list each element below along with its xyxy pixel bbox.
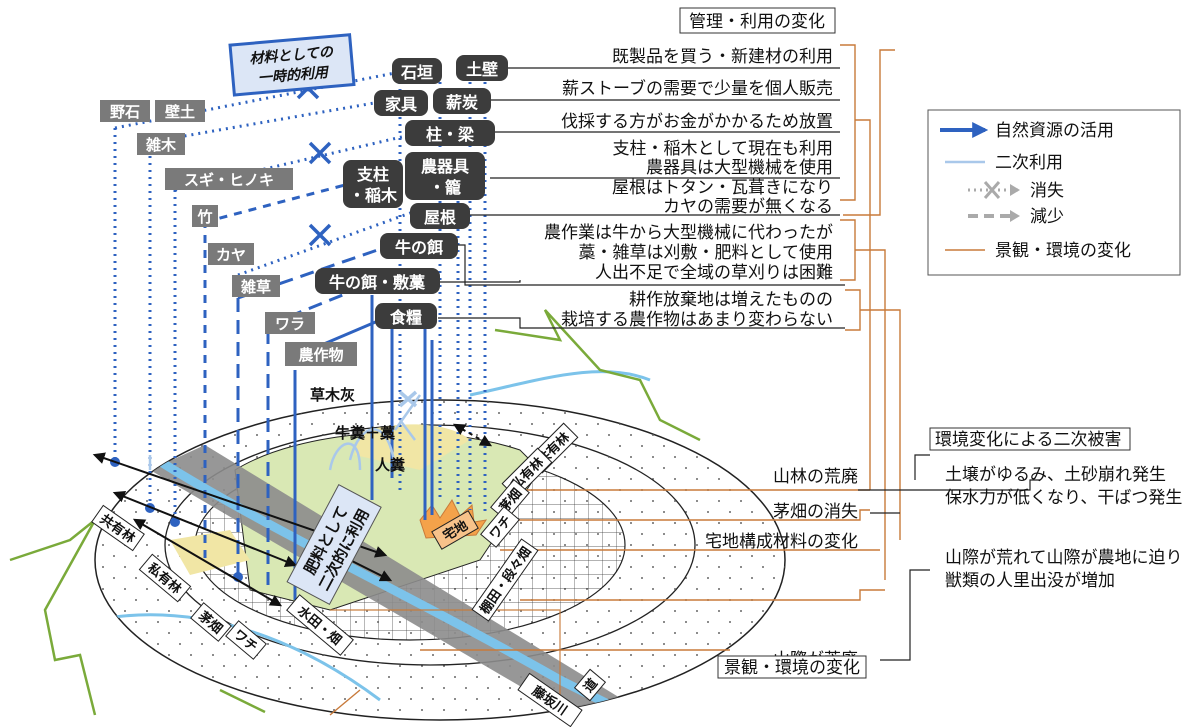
ridge-line-bottom <box>219 688 266 714</box>
svg-text:竹: 竹 <box>196 208 212 226</box>
svg-text:牛の餌: 牛の餌 <box>395 238 443 257</box>
svg-text:農器具: 農器具 <box>421 157 469 176</box>
tag-kagu: 家具 <box>374 90 428 116</box>
tag-shokuryou: 食糧 <box>375 303 437 329</box>
svg-text:・籠: ・籠 <box>429 178 461 197</box>
tag-nousakumotsu: 農作物 <box>285 342 357 366</box>
svg-text:屋根: 屋根 <box>424 208 456 227</box>
svg-text:景観・環境の変化: 景観・環境の変化 <box>724 658 860 678</box>
tag-ushi-esa-shikiwara: 牛の餌・敷藁 <box>315 268 440 294</box>
svg-text:栽培する農作物はあまり変わらない: 栽培する農作物はあまり変わらない <box>561 310 833 330</box>
svg-text:環境変化による二次被害: 環境変化による二次被害 <box>935 430 1122 450</box>
svg-text:壁土: 壁土 <box>165 103 195 121</box>
svg-text:牛の餌・敷藁: 牛の餌・敷藁 <box>329 273 426 292</box>
header: 管理・利用の変化 <box>679 7 836 34</box>
legend-landscape-change: 景観・環境の変化 <box>945 241 1131 261</box>
svg-text:既製品を買う・新建材の利用: 既製品を買う・新建材の利用 <box>612 47 833 67</box>
svg-text:食糧: 食糧 <box>389 308 422 327</box>
svg-text:農器具は大型機械を使用: 農器具は大型機械を使用 <box>646 157 833 178</box>
tag-ishigaki: 石垣 <box>392 58 442 84</box>
svg-text:薪ストーブの需要で少量を個人販売: 薪ストーブの需要で少量を個人販売 <box>562 78 833 99</box>
header-box <box>679 7 836 34</box>
svg-text:土壌がゆるみ、土砂崩れ発生: 土壌がゆるみ、土砂崩れ発生 <box>945 465 1166 485</box>
label-jinpun: 人糞 <box>375 456 406 474</box>
svg-text:消失: 消失 <box>1030 181 1064 201</box>
ground-map <box>9 309 786 721</box>
svg-text:自然資源の活用: 自然資源の活用 <box>995 121 1114 141</box>
svg-text:カヤの需要が無くなる: カヤの需要が無くなる <box>663 197 833 217</box>
tag-makizumi: 薪炭 <box>433 88 491 114</box>
material-box: 材料としての 一時的利用 <box>228 33 356 97</box>
legend: 自然資源の活用 二次利用 消失 減少 景観・環境の変化 <box>927 109 1181 276</box>
change-texts: 既製品を買う・新建材の利用 薪ストーブの需要で少量を個人販売 伐採する方がお金が… <box>544 47 833 330</box>
svg-text:獣類の人里出没が増加: 獣類の人里出没が増加 <box>945 571 1115 591</box>
secondary-damage: 環境変化による二次被害 土壌がゆるみ、土砂崩れ発生 保水力が低くなり、干ばつ発生… <box>929 427 1183 591</box>
svg-text:土壁: 土壁 <box>466 60 498 79</box>
svg-text:山際が荒れて山際が農地に迫り: 山際が荒れて山際が農地に迫り <box>945 548 1183 568</box>
label-soumokubai: 草木灰 <box>310 386 355 404</box>
svg-text:二次利用: 二次利用 <box>995 153 1063 173</box>
legend-secondary-use: 二次利用 <box>945 153 1063 173</box>
tag-zatsuboku: 雑木 <box>137 133 185 155</box>
svg-text:農作業は牛から大型機械に代わったが: 農作業は牛から大型機械に代わったが <box>544 223 833 243</box>
label-kayabata-loss: 茅畑の消失 <box>773 502 858 522</box>
bottom-title: 景観・環境の変化 <box>717 655 867 679</box>
svg-text:減少: 減少 <box>1030 207 1064 227</box>
landscape-change-lines <box>329 44 901 720</box>
river-upper <box>469 370 651 397</box>
legend-decreasing: 減少 <box>968 207 1064 227</box>
tag-kabetsuchi: 壁土 <box>155 100 205 122</box>
header-title: 管理・利用の変化 <box>689 12 825 32</box>
svg-text:支柱・稲木として現在も利用: 支柱・稲木として現在も利用 <box>613 139 834 159</box>
svg-text:雑木: 雑木 <box>145 136 177 154</box>
svg-text:カヤ: カヤ <box>216 246 246 264</box>
legend-lost: 消失 <box>968 181 1064 201</box>
svg-text:スギ・ヒノキ: スギ・ヒノキ <box>184 171 274 189</box>
svg-text:耕作放棄地は増えたものの: 耕作放棄地は増えたものの <box>629 290 833 310</box>
tag-zassou: 雑草 <box>232 275 280 297</box>
label-gyufun-wara: 牛糞＋藁 <box>335 424 396 442</box>
tag-shichu-inagi: 支柱・稲木 <box>343 160 403 208</box>
tag-sugi-hinoki: スギ・ヒノキ <box>165 168 293 190</box>
svg-text:支柱: 支柱 <box>356 165 389 184</box>
svg-text:人出不足で全域の草刈りは困難: 人出不足で全域の草刈りは困難 <box>595 263 833 283</box>
ridge-line-left <box>9 519 97 716</box>
svg-text:野石: 野石 <box>110 103 140 121</box>
legend-natural-resource: 自然資源の活用 <box>940 121 1114 141</box>
legend-box <box>927 109 1181 276</box>
resource-tags: 野石 壁土 雑木 スギ・ヒノキ 竹 カヤ 雑草 ワラ 農作物 <box>100 100 357 366</box>
tag-ushi-esa: 牛の餌 <box>380 233 458 259</box>
tag-noishi: 野石 <box>100 100 150 122</box>
svg-text:屋根はトタン・瓦葺きになり: 屋根はトタン・瓦葺きになり <box>612 178 833 198</box>
svg-text:農作物: 農作物 <box>298 346 343 364</box>
svg-text:・稲木: ・稲木 <box>349 186 398 205</box>
tag-nougu: 農器具・籠 <box>405 152 485 200</box>
material-box-line2: 一時的利用 <box>257 64 330 87</box>
svg-text:藁・雑草は刈敷・肥料として使用: 藁・雑草は刈敷・肥料として使用 <box>579 242 834 263</box>
svg-text:ワラ: ワラ <box>275 315 305 333</box>
tag-take: 竹 <box>192 205 218 227</box>
tag-tsuchikabe: 土壁 <box>456 55 508 81</box>
svg-text:柱・梁: 柱・梁 <box>426 125 475 144</box>
label-sanrin: 山林の荒廃 <box>773 467 858 487</box>
svg-text:雑草: 雑草 <box>240 278 271 296</box>
leader-lines <box>438 67 1040 661</box>
tag-kaya: カヤ <box>208 243 254 265</box>
product-tags: 石垣 土壁 家具 薪炭 柱・梁 支柱・稲木 農器具・籠 屋根 牛の餌 牛の餌・敷… <box>315 55 508 329</box>
tag-wara: ワラ <box>265 312 315 334</box>
svg-text:薪炭: 薪炭 <box>446 93 478 112</box>
svg-text:伐採する方がお金がかかるため放置: 伐採する方がお金がかかるため放置 <box>561 112 833 132</box>
tag-yane: 屋根 <box>410 203 470 229</box>
svg-text:保水力が低くなり、干ばつ発生: 保水力が低くなり、干ばつ発生 <box>945 488 1182 508</box>
svg-text:家具: 家具 <box>385 95 417 114</box>
label-takuchi-change: 宅地構成材料の変化 <box>705 532 858 552</box>
map-labels: 道 藤坂川 <box>517 668 607 727</box>
svg-text:景観・環境の変化: 景観・環境の変化 <box>995 241 1131 261</box>
ridge-line-right <box>494 309 701 442</box>
tag-hashira-hari: 柱・梁 <box>405 120 495 146</box>
svg-text:石垣: 石垣 <box>400 63 433 82</box>
